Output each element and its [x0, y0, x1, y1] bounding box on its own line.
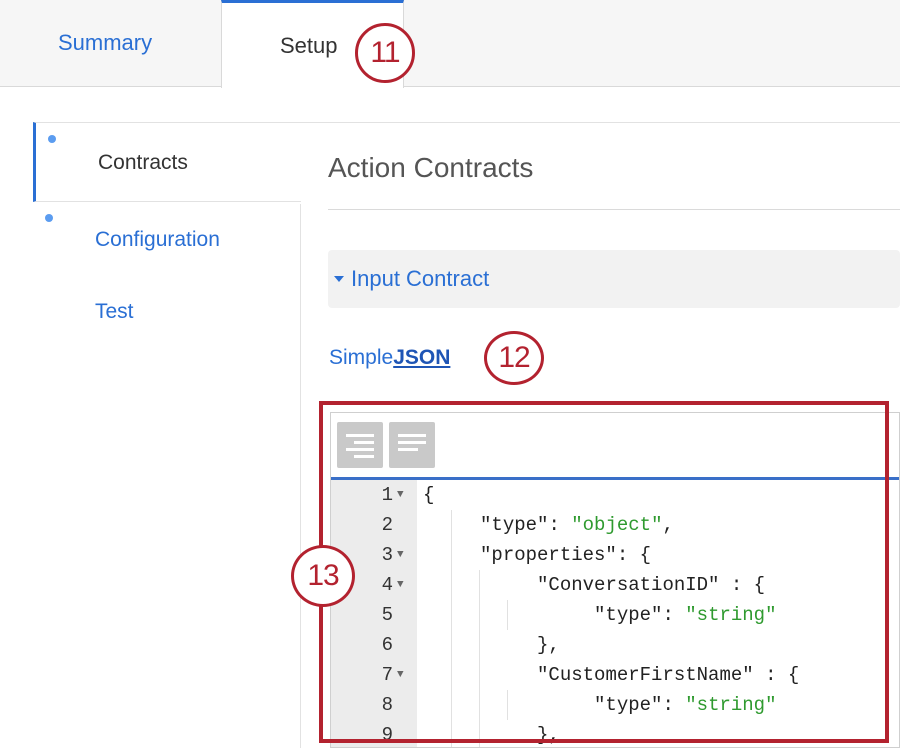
content-top-divider	[300, 122, 900, 123]
mode-switch: SimpleJSON	[329, 346, 450, 370]
mode-simple-link[interactable]: Simple	[329, 346, 394, 369]
code-line: 6 },	[381, 634, 560, 656]
status-dot-icon	[45, 214, 53, 222]
fold-arrow-icon[interactable]: ▼	[397, 549, 404, 561]
code-line: 1▼ {	[331, 480, 899, 510]
mode-json-link[interactable]: JSON	[393, 346, 451, 369]
code-line: 9 },	[381, 724, 560, 746]
callout-11: 11	[355, 23, 415, 83]
code-line: 3▼ "properties": {	[331, 540, 899, 570]
sidebar: Contracts Configuration Test	[33, 122, 301, 748]
line-gutter	[331, 480, 417, 747]
sidebar-item-configuration[interactable]: Configuration	[33, 214, 301, 264]
format-icon	[346, 434, 374, 437]
tab-summary[interactable]: Summary	[58, 0, 152, 86]
code-line: 7▼ "CustomerFirstName" : {	[331, 660, 899, 690]
compact-button[interactable]	[389, 422, 435, 468]
input-contract-accordion[interactable]: Input Contract	[328, 250, 900, 308]
code-line: 8 "type": "string"	[381, 694, 777, 716]
sidebar-item-contracts[interactable]: Contracts	[33, 122, 301, 202]
json-editor[interactable]: 1▼ { 2 "type": "object", 3▼ "properties"…	[330, 412, 900, 748]
code-line: 5 "type": "string"	[381, 604, 777, 626]
callout-12: 12	[484, 331, 544, 385]
title-divider	[328, 209, 900, 210]
sidebar-divider	[300, 204, 301, 748]
sidebar-item-label: Configuration	[95, 228, 220, 251]
tab-bar: Summary Setup	[0, 0, 900, 88]
fold-arrow-icon[interactable]: ▼	[397, 669, 404, 681]
code-line: 4▼ "ConversationID" : {	[331, 570, 899, 600]
compact-icon	[398, 434, 426, 437]
format-button[interactable]	[337, 422, 383, 468]
tab-summary-label: Summary	[58, 30, 153, 55]
fold-arrow-icon[interactable]: ▼	[397, 579, 404, 591]
fold-arrow-icon[interactable]: ▼	[397, 489, 404, 501]
editor-toolbar	[331, 413, 899, 480]
caret-down-icon	[334, 276, 344, 282]
callout-13: 13	[291, 545, 355, 607]
tab-setup-label: Setup	[280, 32, 338, 58]
status-dot-icon	[48, 135, 56, 143]
sidebar-item-test[interactable]: Test	[33, 300, 301, 340]
page-title: Action Contracts	[328, 152, 534, 183]
sidebar-item-label: Test	[95, 300, 134, 323]
sidebar-item-label: Contracts	[98, 151, 188, 174]
accordion-label: Input Contract	[351, 266, 490, 291]
code-line: 2 "type": "object",	[381, 514, 674, 536]
